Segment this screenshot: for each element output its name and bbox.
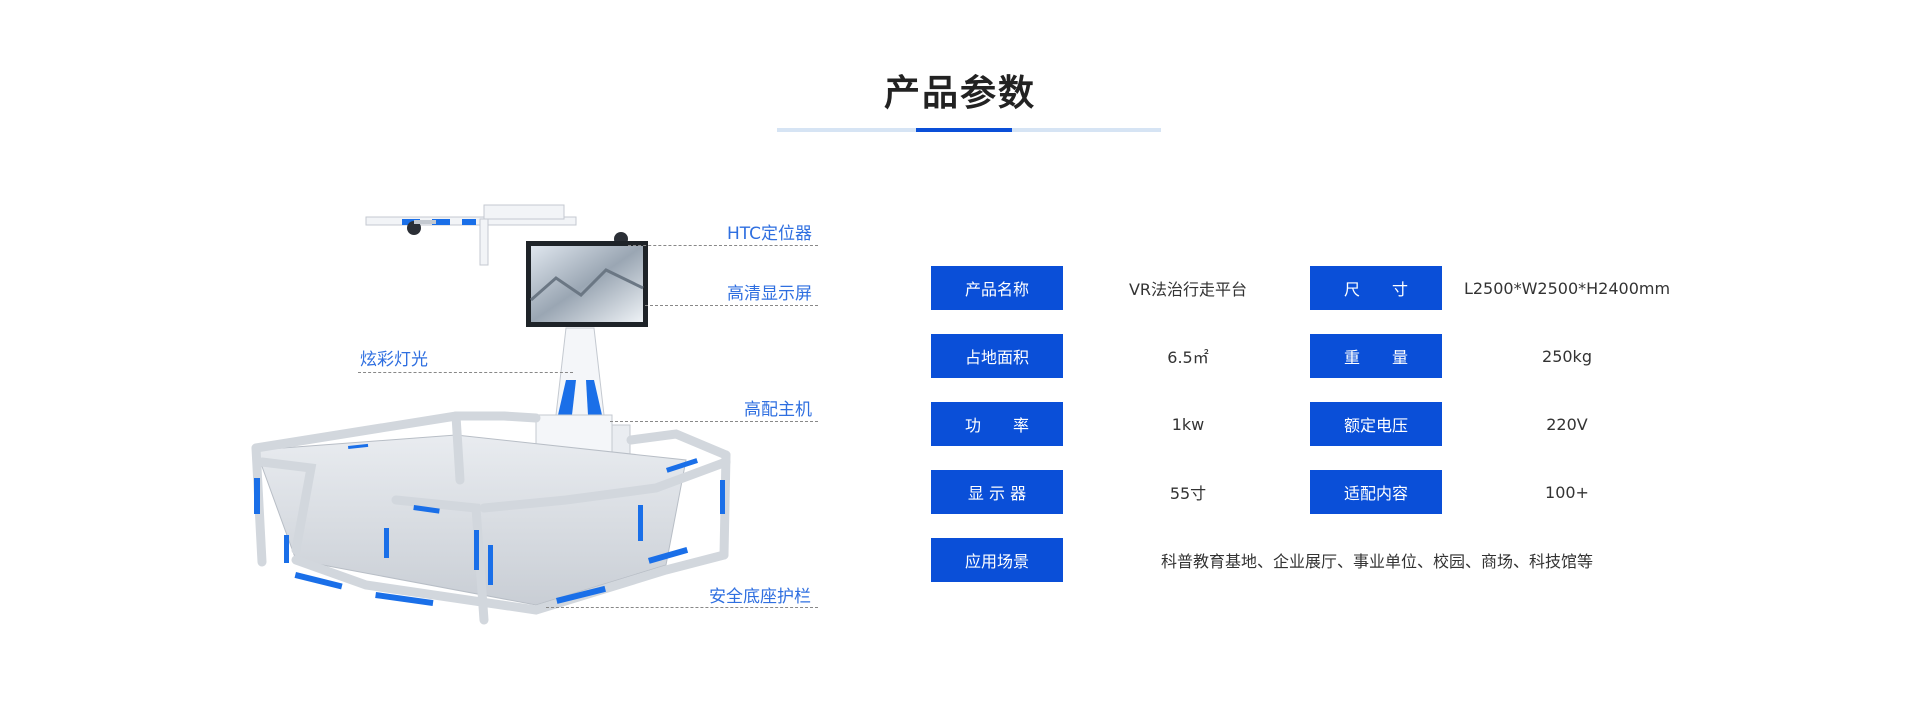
spec-label-size: 尺 寸 xyxy=(1310,266,1442,310)
hd-display xyxy=(526,241,648,327)
colorful-lighting xyxy=(254,443,725,607)
callout-line-host xyxy=(610,421,818,422)
htc-tracker-bar xyxy=(365,204,628,266)
spec-value-product-name: VR法治行走平台 xyxy=(1128,280,1248,299)
callout-host: 高配主机 xyxy=(744,400,812,420)
spec-label-scenarios: 应用场景 xyxy=(931,538,1063,582)
title-underline-accent xyxy=(916,128,1012,132)
spec-value-weight: 250kg xyxy=(1542,346,1592,366)
safety-railing xyxy=(251,411,731,625)
vr-platform-illustration xyxy=(251,204,731,625)
spec-label-voltage: 额定电压 xyxy=(1310,402,1442,446)
spec-label-product-name: 产品名称 xyxy=(931,266,1063,310)
callout-line-display xyxy=(645,305,818,306)
callout-htc-tracker: HTC定位器 xyxy=(727,224,813,244)
spec-label-display: 显 示 器 xyxy=(931,470,1063,514)
callout-line-htc xyxy=(628,245,818,246)
spec-value-area: 6.5㎡ xyxy=(1167,348,1209,367)
spec-value-display: 55寸 xyxy=(1169,484,1207,503)
spec-value-size: L2500*W2500*H2400mm xyxy=(1463,278,1671,298)
spec-label-power: 功 率 xyxy=(931,402,1063,446)
spec-label-area: 占地面积 xyxy=(931,334,1063,378)
spec-value-power: 1kw xyxy=(1171,414,1205,434)
callout-hd-display: 高清显示屏 xyxy=(727,284,812,304)
section-title: 产品参数 xyxy=(883,73,1036,114)
spec-value-voltage: 220V xyxy=(1546,414,1588,434)
callout-lighting: 炫彩灯光 xyxy=(360,350,428,370)
spec-value-scenarios: 科普教育基地、企业展厅、事业单位、校园、商场、科技馆等 xyxy=(1160,552,1593,571)
callout-line-lighting xyxy=(358,372,573,373)
callout-line-fence xyxy=(546,607,818,608)
spec-value-content: 100+ xyxy=(1545,482,1589,502)
spec-label-content: 适配内容 xyxy=(1310,470,1442,514)
spec-label-weight: 重 量 xyxy=(1310,334,1442,378)
callout-safety-fence: 安全底座护栏 xyxy=(709,587,811,607)
